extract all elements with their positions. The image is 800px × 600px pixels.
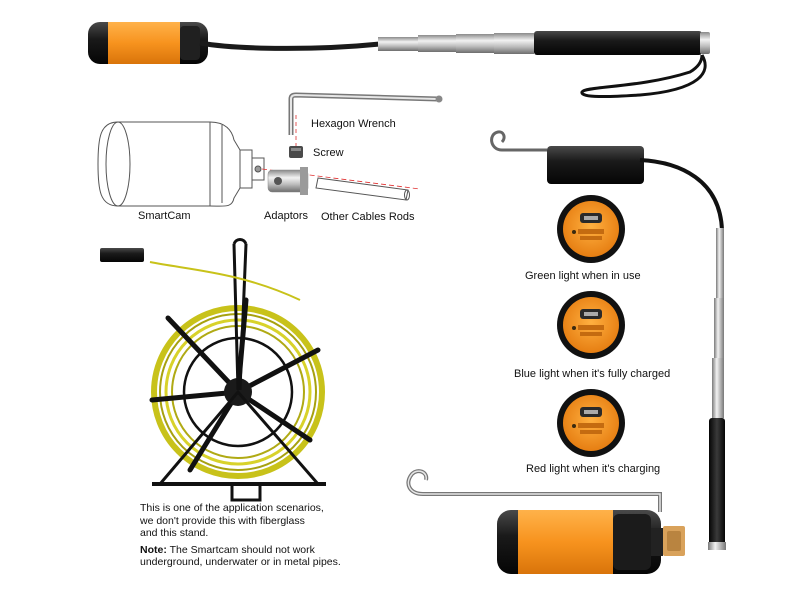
indicator-cap-blue: [557, 291, 625, 359]
scenario-line-1: This is one of the application scenarios…: [140, 502, 324, 514]
blue-light-label: Blue light when it's fully charged: [514, 368, 671, 380]
smartcam-outline-drawing: [97, 121, 265, 207]
indicator-cap-red: [557, 389, 625, 457]
warning-line-1: Note: The Smartcam should not work: [140, 544, 380, 557]
warning-text-1: The Smartcam should not work: [166, 543, 315, 556]
indicator-cap-green: [557, 195, 625, 263]
screw-part: [289, 146, 303, 158]
fiberglass-reel: [100, 238, 326, 502]
smartcam-label: SmartCam: [138, 210, 191, 222]
hook-telescopic-pole: [490, 130, 726, 550]
other-cables-rods-label: Other Cables Rods: [321, 211, 415, 223]
scenario-line-3: and this stand.: [140, 527, 209, 539]
note-prefix: Note:: [140, 543, 167, 556]
screw-label: Screw: [313, 147, 344, 159]
hexagon-wrench: [288, 92, 443, 135]
adaptor-part: [267, 167, 309, 195]
telescopic-pole-camera: [88, 22, 710, 99]
warning-line-2: underground, underwater or in metal pipe…: [140, 556, 341, 568]
red-light-label: Red light when it's charging: [526, 463, 661, 475]
application-note: This is one of the application scenarios…: [140, 502, 380, 569]
adaptors-label: Adaptors: [264, 210, 309, 222]
cable-rod-outline: [315, 177, 410, 201]
green-light-label: Green light when in use: [525, 270, 641, 282]
scenario-line-2: we don't provide this with fiberglass: [140, 514, 305, 527]
camera-with-hook: [406, 469, 685, 574]
hexagon-wrench-label: Hexagon Wrench: [311, 118, 396, 130]
